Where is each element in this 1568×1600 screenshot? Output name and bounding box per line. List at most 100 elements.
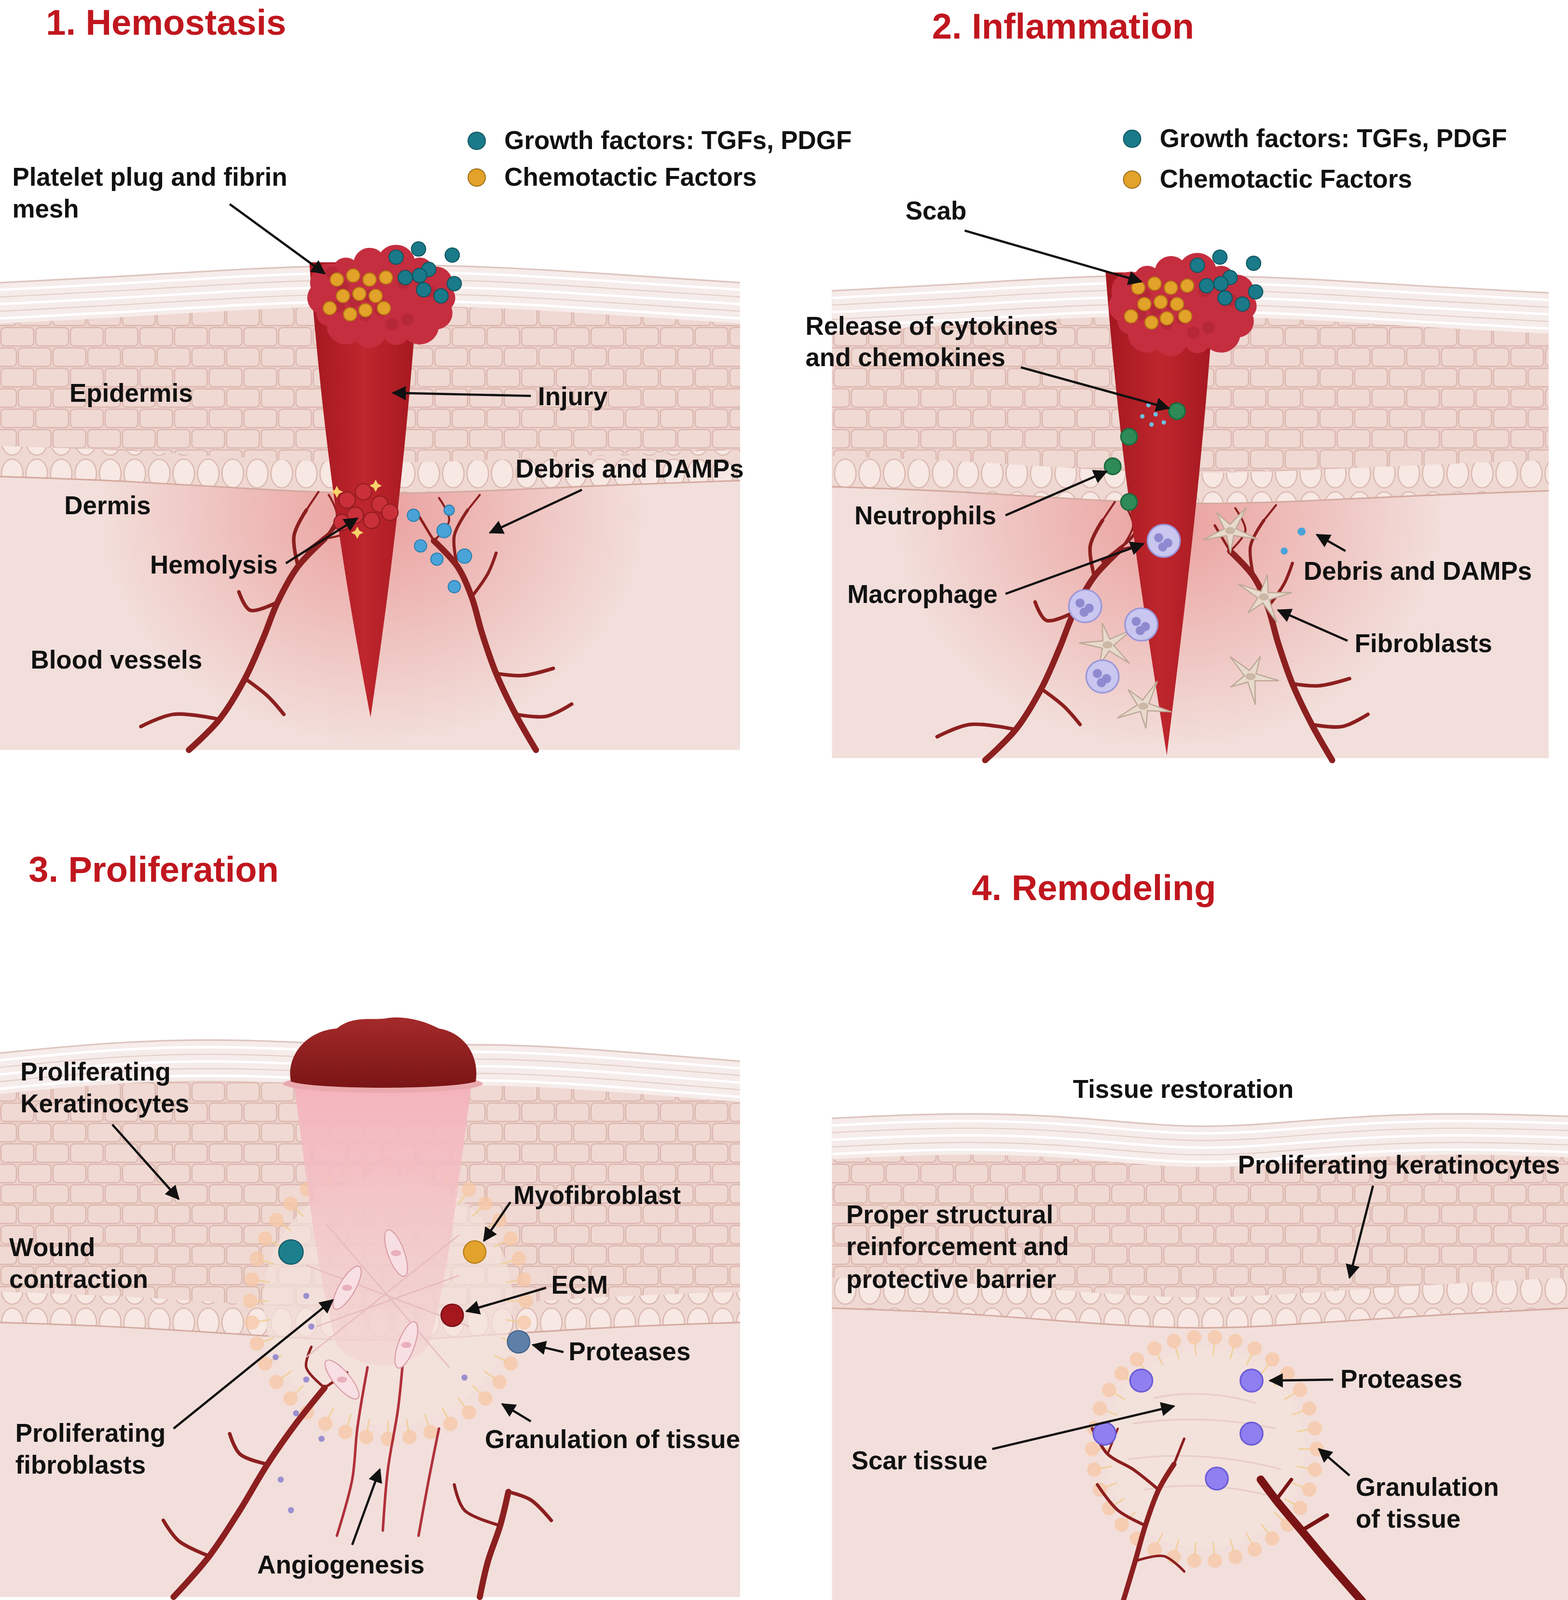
protease-dot [1240,1422,1264,1446]
blood-vessel [1267,563,1293,608]
hemolysis-burst [330,485,344,498]
part-label: Granulation of tissue [484,1423,741,1456]
neutrophil-cell [1104,458,1121,475]
blood-vessel [495,668,553,676]
epidermis [831,1114,1568,1329]
growth-factor-dot [433,288,449,304]
granulation-dot [243,1293,258,1309]
granulation-dot [1101,1383,1117,1398]
granulation-dot [503,1356,519,1372]
hemolysis-burst [351,526,364,539]
granulation-dot [443,1416,458,1432]
cell-nucleus [1138,702,1149,710]
cytokine-dot [1161,420,1166,425]
leader-line [483,1202,511,1241]
legend-swatch [1122,169,1142,189]
macrophage-granule [1079,607,1089,618]
cell-nucleus [1245,673,1256,681]
leader-line [1005,471,1107,516]
granulation-dot [461,1405,477,1420]
cell-nucleus [1224,527,1236,535]
clot-texture [385,318,399,331]
part-label: Myofibroblast [513,1179,681,1212]
leader-line [1269,1379,1334,1381]
part-label: Blood vessels [30,644,203,676]
granulation-dot [1086,1462,1102,1478]
part-label: Dermis [64,489,151,522]
granulation-dot [1228,1550,1243,1565]
granulation-dot [1265,1352,1280,1367]
cell-nucleus [342,1284,353,1292]
hemolysis-burst [369,479,382,492]
granulation-dot [318,1416,333,1432]
damp-dot [430,553,443,566]
macrophage-granule [1075,598,1085,608]
blood-vessel [508,1492,552,1521]
granulation-dot [402,1430,417,1445]
chemotactic-dot [369,289,383,303]
blood-vessel [467,495,480,511]
macrophage-cell [1125,608,1158,642]
granulation-dot [1129,1352,1145,1367]
damp-dot [437,523,452,538]
granulation-dot [1147,1542,1162,1557]
legend-item: Growth factors: TGFs, PDGF [1122,122,1507,155]
part-label: Injury [537,380,608,413]
chemotactic-dot [1154,295,1168,309]
blood-vessel [1263,505,1276,521]
blood-vessel [418,515,435,541]
granulation-dot [1307,1421,1323,1436]
leader-line [352,1469,380,1546]
blood-vessel [1041,688,1080,725]
granulation-dot [1186,1330,1202,1345]
granulation-dot [492,1375,507,1390]
granulation-dot [503,1231,519,1247]
growth-factor-dot [1190,258,1205,273]
neutrophil-cell [1120,428,1138,445]
protease-dot [302,1292,310,1300]
blood-vessel [433,540,537,751]
neutrophil-cell [1120,494,1138,511]
part-label: Macrophage [847,578,998,611]
chemotactic-dot [352,287,367,301]
granulation-dot [1166,1334,1182,1349]
blood-vessel [245,678,284,715]
blood-vessel [229,1433,268,1465]
chemotactic-dot [343,307,358,322]
ecm-dot [440,1304,464,1328]
cell-nucleus [390,1250,401,1257]
blood-vessel [305,1347,325,1389]
basal-boundary [831,1308,1568,1329]
granulation-dot [1085,1442,1100,1457]
cytokine-dot [1140,413,1145,419]
leader-line [1316,534,1346,551]
blood-clot [307,241,462,348]
growth-factor-dot [1246,256,1261,271]
leader-line [393,392,532,396]
chemotactic-dot [1170,297,1184,312]
scar-fiber [1127,1456,1281,1470]
chemotactic-dot [1124,309,1139,324]
scar-fiber [1153,1394,1256,1404]
growth-factor-dot [1235,297,1250,312]
stratum-corneum [0,265,741,324]
macrophage-cell [1086,660,1119,694]
blood-vessel [1122,1464,1174,1600]
skin-surface [831,1114,1568,1127]
chemotactic-dot [1147,276,1162,291]
part-label: Proliferating Keratinocytes [20,1056,225,1120]
blood-vessel [1173,1439,1184,1465]
ecm-fiber [306,1235,460,1358]
legend-swatch [1122,129,1142,148]
part-label: Hemolysis [150,549,278,581]
cytokine-dot [1153,412,1158,417]
protease-dot [461,1374,468,1381]
part-label: Platelet plug and fibrin mesh [12,161,319,225]
leader-line [490,489,582,533]
blood-vessel [1102,502,1115,521]
red-blood-cell [381,504,399,521]
leader-line [1005,544,1144,595]
granulation-dot [1302,1401,1317,1417]
legend-text: Growth factors: TGFs, PDGF [504,124,852,157]
protease-dot [1093,1422,1116,1446]
